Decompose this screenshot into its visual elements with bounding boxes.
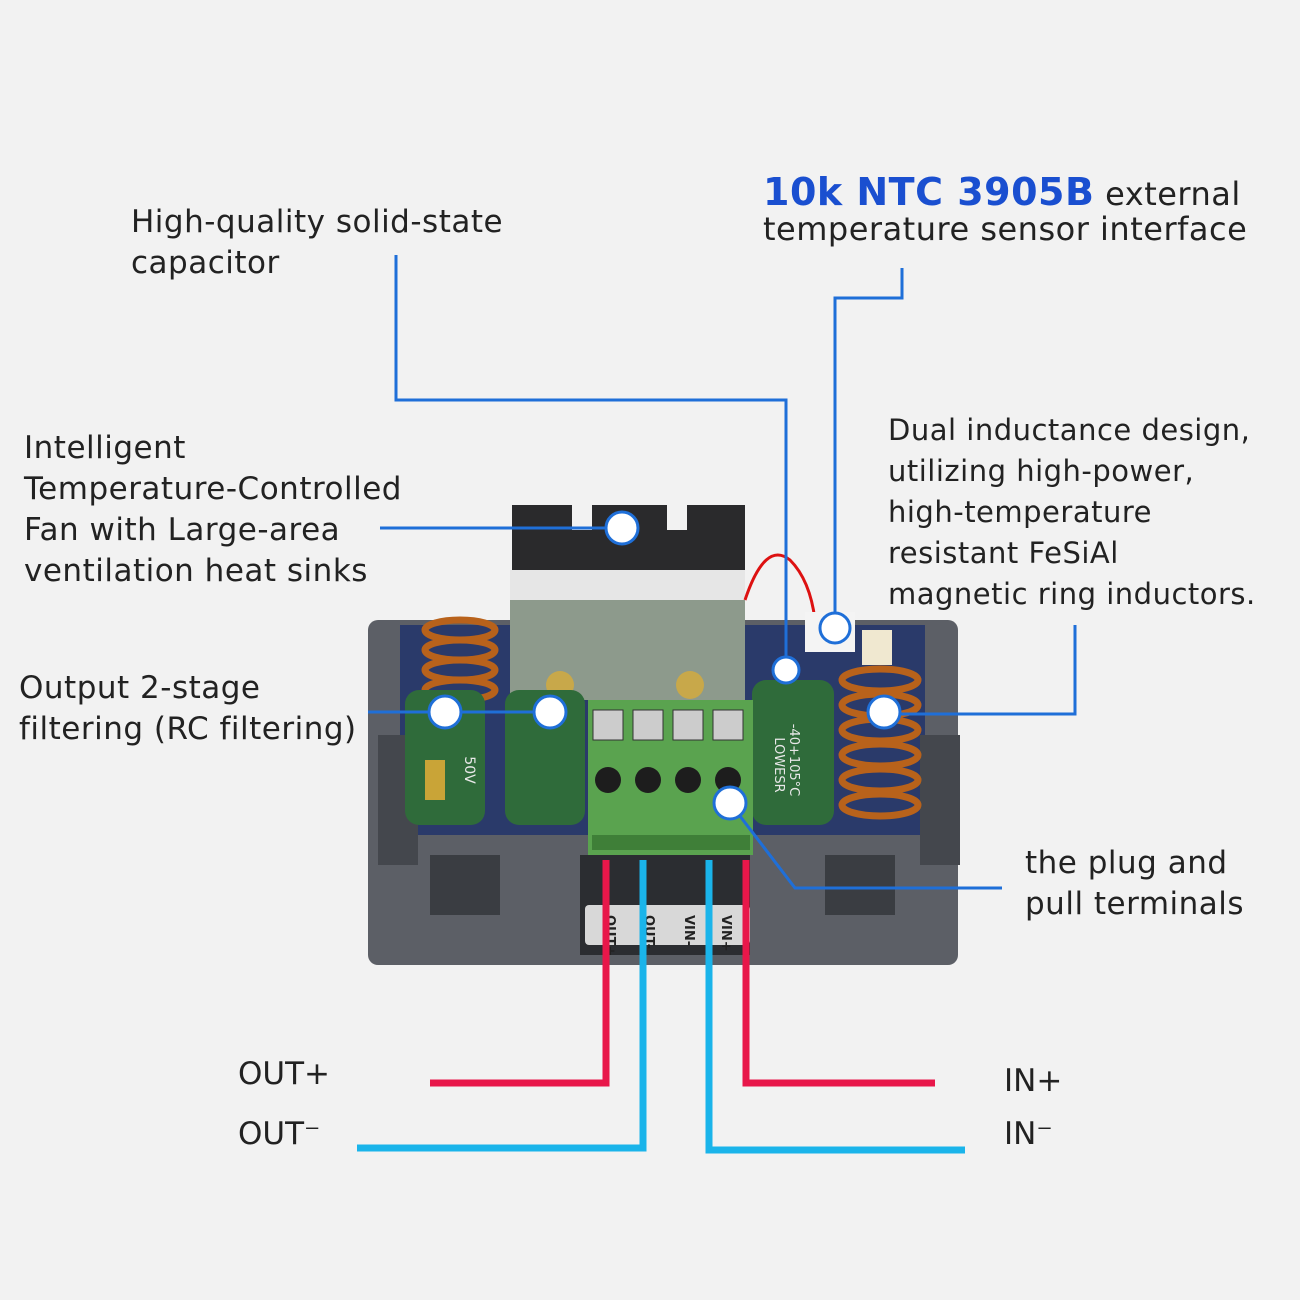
in-plus-wire: [742, 860, 935, 1087]
sticker-vin-minus: VIN-: [681, 915, 696, 946]
terminals-label-line: pull terminals: [1025, 886, 1245, 922]
capacitor-label-line: High-quality solid-state: [131, 204, 504, 240]
inductor-label-line: Dual inductance design,: [888, 413, 1251, 447]
terminals-callout-dot: [712, 785, 748, 821]
inductor-label: Dual inductance design, utilizing high-p…: [888, 410, 1256, 615]
in-minus-label: IN⁻: [1004, 1116, 1053, 1152]
ntc-label-line: temperature sensor interface: [763, 210, 1248, 248]
out-plus-wire: [430, 860, 610, 1087]
inductor-label-line: resistant FeSiAl: [888, 536, 1119, 570]
out-plus-label: OUT+: [238, 1056, 331, 1092]
fan-label-line: ventilation heat sinks: [24, 553, 368, 589]
terminals-label-line: the plug and: [1025, 845, 1228, 881]
fan-label-line: Fan with Large-area: [24, 512, 341, 548]
terminal-block: [588, 700, 753, 855]
inductor-label-line: utilizing high-power,: [888, 454, 1195, 488]
inductor-callout-line: [884, 625, 1077, 716]
ntc-label: 10k NTC 3905B external temperature senso…: [763, 172, 1247, 250]
inductor-callout-dot: [866, 694, 902, 730]
fan-label-line: Intelligent: [24, 430, 186, 466]
ntc-label-rest: external: [1094, 175, 1241, 213]
terminals-label: the plug and pull terminals: [1025, 843, 1244, 925]
ntc-callout-dot: [818, 611, 852, 645]
fan-callout-dot: [604, 510, 640, 546]
fan-label-line: Temperature-Controlled: [24, 471, 402, 507]
filtering-label: Output 2-stage filtering (RC filtering): [19, 668, 357, 750]
capacitor-label-line: capacitor: [131, 245, 280, 281]
capacitors: -40+105°C LOWESR 50V: [405, 680, 834, 825]
capacitor-callout-dot: [771, 655, 801, 685]
inductor-label-line: magnetic ring inductors.: [888, 577, 1256, 611]
capacitor-label: High-quality solid-state capacitor: [131, 202, 503, 284]
filtering-label-line: Output 2-stage: [19, 670, 261, 706]
ntc-label-highlight: 10k NTC 3905B: [763, 170, 1095, 214]
in-minus-wire: [705, 860, 965, 1154]
capacitor-rating: -40+105°C: [786, 724, 801, 797]
capacitor-type: LOWESR: [771, 737, 786, 792]
inductor-label-line: high-temperature: [888, 495, 1152, 529]
sticker-vin-plus: VIN+: [718, 915, 733, 952]
filtering-callout-dot-2: [532, 694, 568, 730]
out-minus-label: OUT⁻: [238, 1116, 321, 1152]
fan-label: Intelligent Temperature-Controlled Fan w…: [24, 428, 402, 592]
filtering-label-line: filtering (RC filtering): [19, 711, 357, 747]
in-plus-label: IN+: [1004, 1063, 1063, 1099]
filtering-callout-dot-1: [427, 694, 463, 730]
terminals-callout-line: [728, 802, 1002, 890]
ntc-callout-line: [833, 268, 904, 628]
out-minus-wire: [357, 860, 647, 1152]
capacitor-callout-line: [394, 255, 788, 668]
capacitor-voltage: 50V: [461, 756, 477, 784]
